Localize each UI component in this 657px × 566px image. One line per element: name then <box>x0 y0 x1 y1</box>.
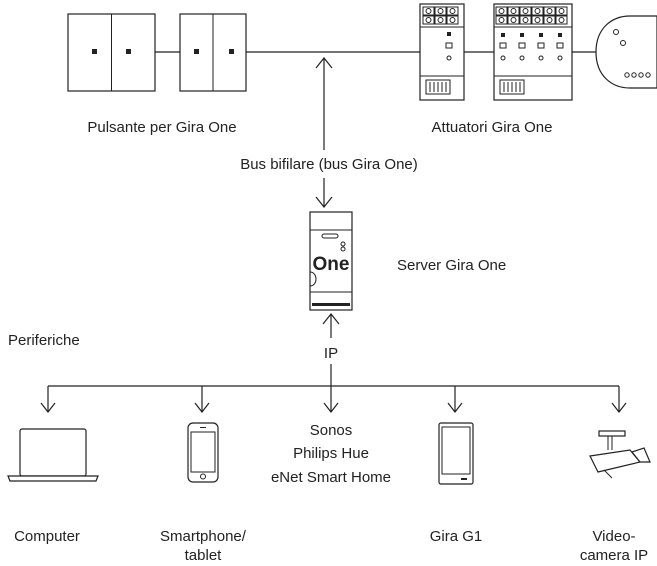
peripherals-label: Periferiche <box>8 332 80 349</box>
din-rail-actuator-icon <box>493 3 573 101</box>
arrow-up-icon <box>322 313 340 325</box>
philips-hue-label: Philips Hue <box>293 445 369 462</box>
video-camera-label-line2: camera IP <box>580 547 648 564</box>
sonos-label: Sonos <box>310 422 353 439</box>
bus-label: Bus bifilare (bus Gira One) <box>240 156 418 173</box>
laptop-icon <box>7 428 99 482</box>
server-label: Server Gira One <box>397 257 506 274</box>
double-rocker-switch-icon <box>67 13 156 92</box>
smartphone-icon <box>187 422 219 483</box>
round-flush-sensor-icon <box>595 15 657 89</box>
smartphone-label-line1: Smartphone/ <box>160 528 247 545</box>
arrow-down-icon <box>315 196 333 208</box>
tablet-icon <box>438 422 474 485</box>
computer-label: Computer <box>14 528 80 545</box>
double-rocker-switch-icon <box>179 13 247 92</box>
ip-branches <box>40 386 627 413</box>
server-badge: One <box>313 254 350 275</box>
ip-camera-icon <box>589 430 651 479</box>
arrow-up-icon <box>315 57 333 69</box>
video-camera-label-line1: Video- <box>592 528 635 545</box>
din-rail-server-icon <box>309 211 353 311</box>
actuators-label: Attuatori Gira One <box>432 119 553 136</box>
pushbuttons-label: Pulsante per Gira One <box>87 119 236 136</box>
ip-label: IP <box>324 345 338 362</box>
din-rail-actuator-icon <box>419 3 465 101</box>
enet-label: eNet Smart Home <box>271 469 391 486</box>
smartphone-label-line2: tablet <box>185 547 223 564</box>
gira-g1-label: Gira G1 <box>430 528 483 545</box>
